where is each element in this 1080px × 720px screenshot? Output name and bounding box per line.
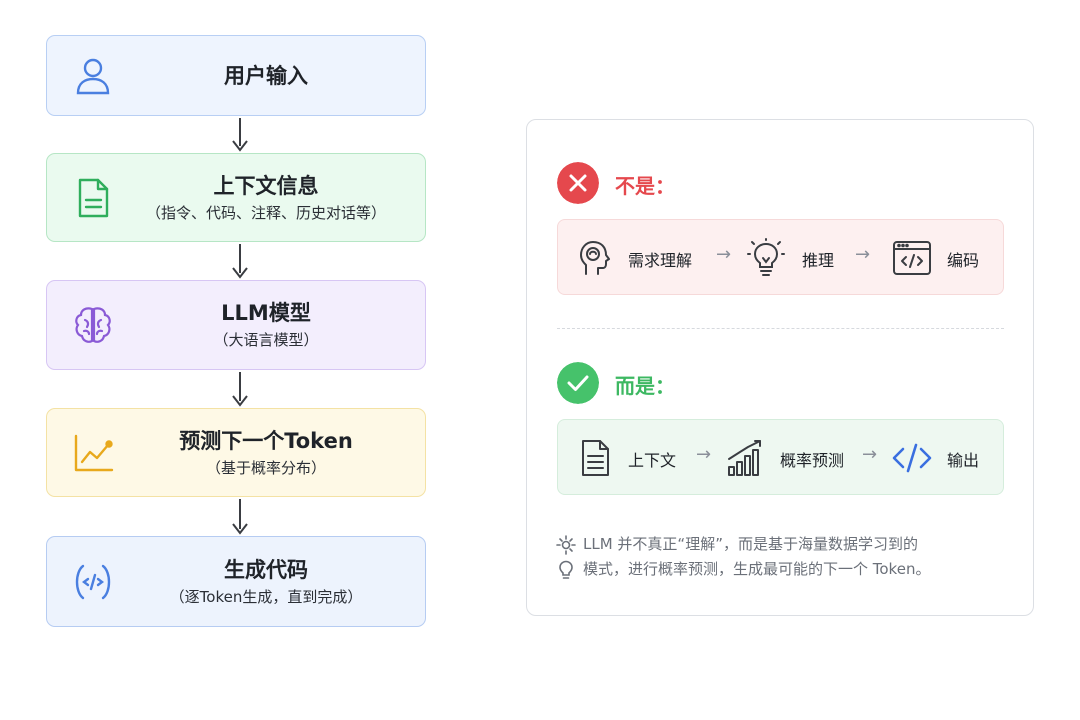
arrow-right-icon: → <box>716 244 732 265</box>
arrow-right-icon: → <box>855 244 871 265</box>
check-circle-icon <box>557 362 599 404</box>
is-heading: 而是： <box>615 374 675 398</box>
flow-title: 生成代码 <box>224 557 308 582</box>
arrow-right-icon: → <box>862 444 878 465</box>
line-chart-icon <box>74 434 114 471</box>
step-label: 概率预测 <box>780 451 845 470</box>
not-heading: 不是： <box>615 174 675 198</box>
step-label: 需求理解 <box>628 251 693 270</box>
step-label: 上下文 <box>628 451 677 470</box>
head-icon <box>580 241 610 275</box>
brain-icon <box>75 307 111 343</box>
arrow-down-icon <box>232 118 248 152</box>
bar-chart-icon <box>728 440 761 476</box>
flow-title: 预测下一个Token <box>179 428 353 453</box>
document-icon <box>78 178 109 217</box>
flow-step-generate: 生成代码 （逐Token生成，直到完成） <box>46 536 426 627</box>
user-icon <box>76 58 110 94</box>
flow-title: LLM模型 <box>221 301 311 325</box>
flow-subtitle: （逐Token生成，直到完成） <box>169 587 363 606</box>
dashed-divider <box>557 328 1004 329</box>
flow-subtitle: （指令、代码、注释、历史对话等） <box>145 203 386 222</box>
step-label: 输出 <box>947 451 980 470</box>
explanation-note: LLM 并不真正“理解”，而是基于海量数据学习到的 模式，进行概率预测，生成最可… <box>583 532 1013 582</box>
is-steps-strip: 上下文 → 概率预测 → 输出 <box>557 419 1004 495</box>
note-line: 模式，进行概率预测，生成最可能的下一个 Token。 <box>583 560 931 578</box>
sparkle-icon <box>556 535 576 555</box>
flow-step-context: 上下文信息 （指令、代码、注释、历史对话等） <box>46 153 426 242</box>
arrow-right-icon: → <box>696 444 712 465</box>
arrow-down-icon <box>232 244 248 279</box>
flow-step-predict: 预测下一个Token （基于概率分布） <box>46 408 426 497</box>
code-icon <box>75 564 111 599</box>
flow-title: 上下文信息 <box>213 173 319 198</box>
cross-circle-icon <box>557 162 599 204</box>
flow-subtitle: （基于概率分布） <box>205 458 326 477</box>
lightbulb-icon <box>559 560 573 579</box>
document-icon <box>582 440 609 476</box>
flow-step-user-input: 用户输入 <box>46 35 426 116</box>
flow-step-llm: LLM模型 （大语言模型） <box>46 280 426 370</box>
lightbulb-icon <box>747 238 785 276</box>
code-icon <box>892 443 932 473</box>
code-window-icon <box>893 241 931 275</box>
arrow-down-icon <box>232 499 248 535</box>
comparison-panel: 不是： 需求理解 → 推理 → <box>526 119 1034 616</box>
arrow-down-icon <box>232 372 248 407</box>
step-label: 推理 <box>802 251 835 270</box>
note-line: LLM 并不真正“理解”，而是基于海量数据学习到的 <box>583 535 918 553</box>
flow-title: 用户输入 <box>224 63 308 88</box>
step-label: 编码 <box>947 251 980 270</box>
flow-subtitle: （大语言模型） <box>213 331 319 349</box>
not-steps-strip: 需求理解 → 推理 → 编码 <box>557 219 1004 295</box>
